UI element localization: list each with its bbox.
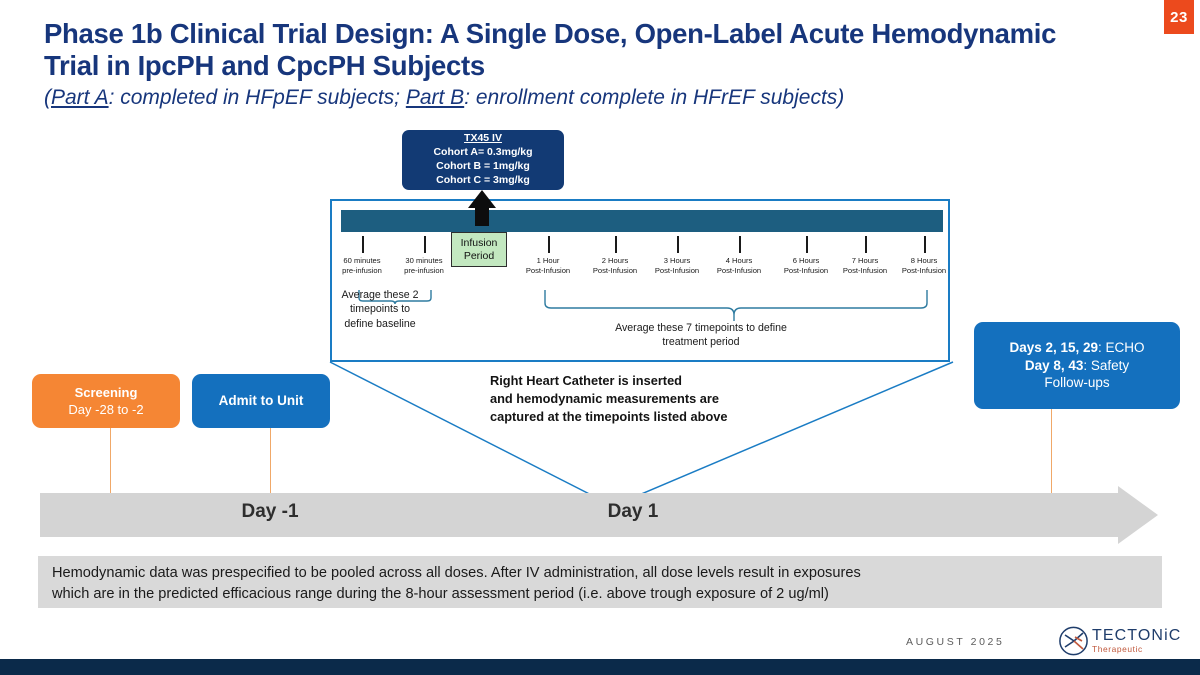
tick-mark-4h-post [739, 236, 741, 253]
tectonic-logo-icon [1059, 626, 1088, 656]
dose-box-title: TX45 IV [464, 132, 502, 145]
tick-mark-30min-pre [424, 236, 426, 253]
treatment-bracket-icon [544, 290, 928, 321]
logo-company-name: TECTONiC [1092, 627, 1182, 644]
tick-mark-6h-post [806, 236, 808, 253]
tick-mark-1h-post [548, 236, 550, 253]
admit-label: Admit to Unit [218, 393, 304, 409]
screening-title: Screening [74, 384, 138, 400]
followup-connector [1051, 409, 1053, 500]
treatment-note: Average these 7 timepoints to define tre… [615, 322, 787, 349]
day-axis-arrow [40, 486, 1158, 544]
logo-tagline: Therapeutic [1092, 644, 1143, 654]
dose-cohort-b: Cohort B = 1mg/kg [436, 160, 530, 172]
page-number-badge: 23 [1164, 0, 1194, 34]
footer-bar [0, 659, 1200, 675]
tick-mark-7h-post [865, 236, 867, 253]
baseline-note: Average these 2 timepoints to define bas… [341, 289, 419, 330]
footnote-caption: Hemodynamic data was prespecified to be … [38, 556, 1162, 608]
followup-line-1: Days 2, 15, 29: ECHO [1009, 339, 1145, 355]
tick-mark-2h-post [615, 236, 617, 253]
panel-to-day1-connector [329, 361, 954, 507]
part-b-text: : enrollment complete in HFrEF subjects) [464, 86, 845, 110]
footer-date: AUGUST 2025 [906, 636, 1005, 648]
title-subtitle: (Part A: completed in HFpEF subjects; Pa… [44, 85, 1124, 110]
admit-connector [270, 428, 272, 500]
tick-mark-3h-post [677, 236, 679, 253]
axis-label-day-1: Day 1 [607, 501, 659, 522]
followup-line-2: Day 8, 43: Safety [1024, 357, 1130, 373]
title-line-1: Phase 1b Clinical Trial Design: A Single… [44, 18, 1057, 49]
right-heart-catheter-note: Right Heart Catheter is inserted and hem… [490, 373, 728, 425]
part-a-label: Part A [51, 86, 109, 110]
tx45-dose-box: TX45 IV Cohort A= 0.3mg/kg Cohort B = 1m… [402, 130, 564, 190]
screening-connector [110, 428, 112, 500]
subtitle-open-paren: ( [44, 86, 51, 110]
milestone-admit-box: Admit to Unit [192, 374, 330, 428]
page-title: Phase 1b Clinical Trial Design: A Single… [44, 18, 1124, 111]
part-a-text: : completed in HFpEF subjects; [108, 86, 406, 110]
timeline-bar [341, 210, 943, 232]
infusion-label-line1: Infusion [460, 237, 498, 250]
infusion-period-box: Infusion Period [451, 232, 507, 267]
milestone-screening-box: Screening Day -28 to -2 [32, 374, 180, 428]
part-b-label: Part B [405, 86, 465, 110]
tick-mark-60min-pre [362, 236, 364, 253]
baseline-bracket-icon [358, 290, 432, 305]
title-line-2: Trial in IpcPH and CpcPH Subjects [44, 50, 485, 82]
infusion-label-line2: Period [463, 249, 495, 262]
followup-line-3: Follow-ups [1044, 375, 1110, 391]
axis-label-day-minus-1: Day -1 [241, 501, 299, 522]
tick-mark-8h-post [924, 236, 926, 253]
screening-subtitle: Day -28 to -2 [68, 402, 144, 417]
milestone-followup-box: Days 2, 15, 29: ECHO Day 8, 43: Safety F… [974, 322, 1180, 409]
tectonic-wordmark: TECTONiC Therapeutic [1092, 627, 1182, 654]
dose-cohort-a: Cohort A= 0.3mg/kg [433, 146, 533, 159]
dose-cohort-c: Cohort C = 3mg/kg [436, 173, 530, 186]
